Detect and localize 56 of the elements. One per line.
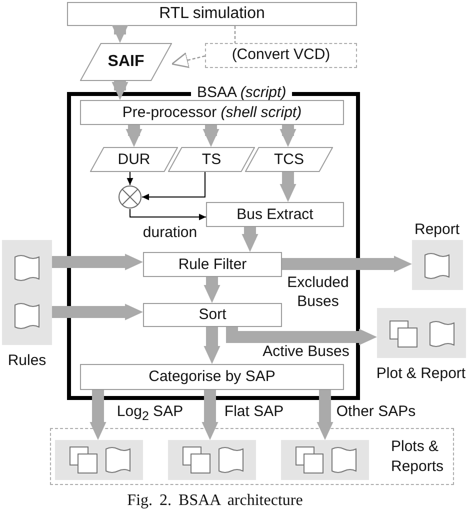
block-arrow [126, 125, 142, 147]
document-panel [281, 440, 369, 480]
process-box: Rule Filter [143, 252, 282, 277]
process-box: RTL simulation [67, 2, 357, 26]
panel-label: Plot & Report [375, 365, 467, 384]
edge-label: duration [142, 224, 198, 243]
data-parallelogram [80, 43, 172, 81]
block-arrow [202, 125, 220, 147]
block-arrow [90, 390, 106, 440]
block-arrow [112, 81, 128, 100]
block-arrow [204, 277, 220, 303]
block-arrow [280, 172, 296, 202]
document-panel [377, 308, 466, 358]
multiplier-circle [118, 185, 142, 209]
panel-label: Rules [6, 352, 48, 371]
block-arrow [282, 256, 412, 272]
data-parallelogram [245, 147, 333, 172]
block-arrow [204, 327, 220, 364]
block-arrow [242, 227, 258, 252]
block-arrow [226, 327, 377, 346]
arrow [130, 208, 206, 220]
document-panel [168, 440, 256, 480]
process-box: Pre-processor (shell script) [80, 100, 344, 125]
dashed-process-box: (Convert VCD) [205, 43, 357, 68]
arrow [171, 52, 206, 68]
edge-label: Other SAPs [335, 403, 417, 422]
process-box: Bus Extract [206, 202, 344, 227]
block-arrow [52, 254, 143, 270]
dashed-group-frame [50, 428, 454, 485]
block-arrow [112, 25, 128, 43]
data-parallelogram [168, 147, 255, 172]
block-arrow [280, 125, 296, 147]
data-parallelogram [90, 147, 178, 172]
figure-caption: Fig. 2. BSAA architecture [126, 492, 304, 510]
block-arrow [316, 390, 334, 440]
document-panel [2, 240, 52, 345]
node-label: DUR [118, 151, 150, 168]
block-arrow [52, 304, 143, 320]
group-label: Plots & Reports [391, 437, 445, 476]
process-box: Sort [143, 303, 282, 327]
node-label: TCS [274, 151, 304, 168]
process-box: Categorise by SAP [80, 364, 344, 390]
block-arrow [202, 390, 218, 440]
edge-label: Flat SAP [223, 403, 285, 422]
connector-line [234, 26, 236, 43]
edge-label: Active Buses [262, 343, 350, 362]
node-label: TS [202, 151, 222, 168]
node-label: SAIF [108, 53, 144, 71]
arrow [142, 172, 206, 200]
container-heading: BSAA (script) [191, 84, 292, 101]
panel-label: Report [413, 221, 461, 240]
edge-label: Excluded Buses [286, 274, 350, 312]
arrow [126, 172, 134, 186]
edge-label: Log$_{2}$ SAP [116, 403, 184, 425]
document-panel [55, 440, 143, 480]
document-panel [412, 240, 463, 290]
